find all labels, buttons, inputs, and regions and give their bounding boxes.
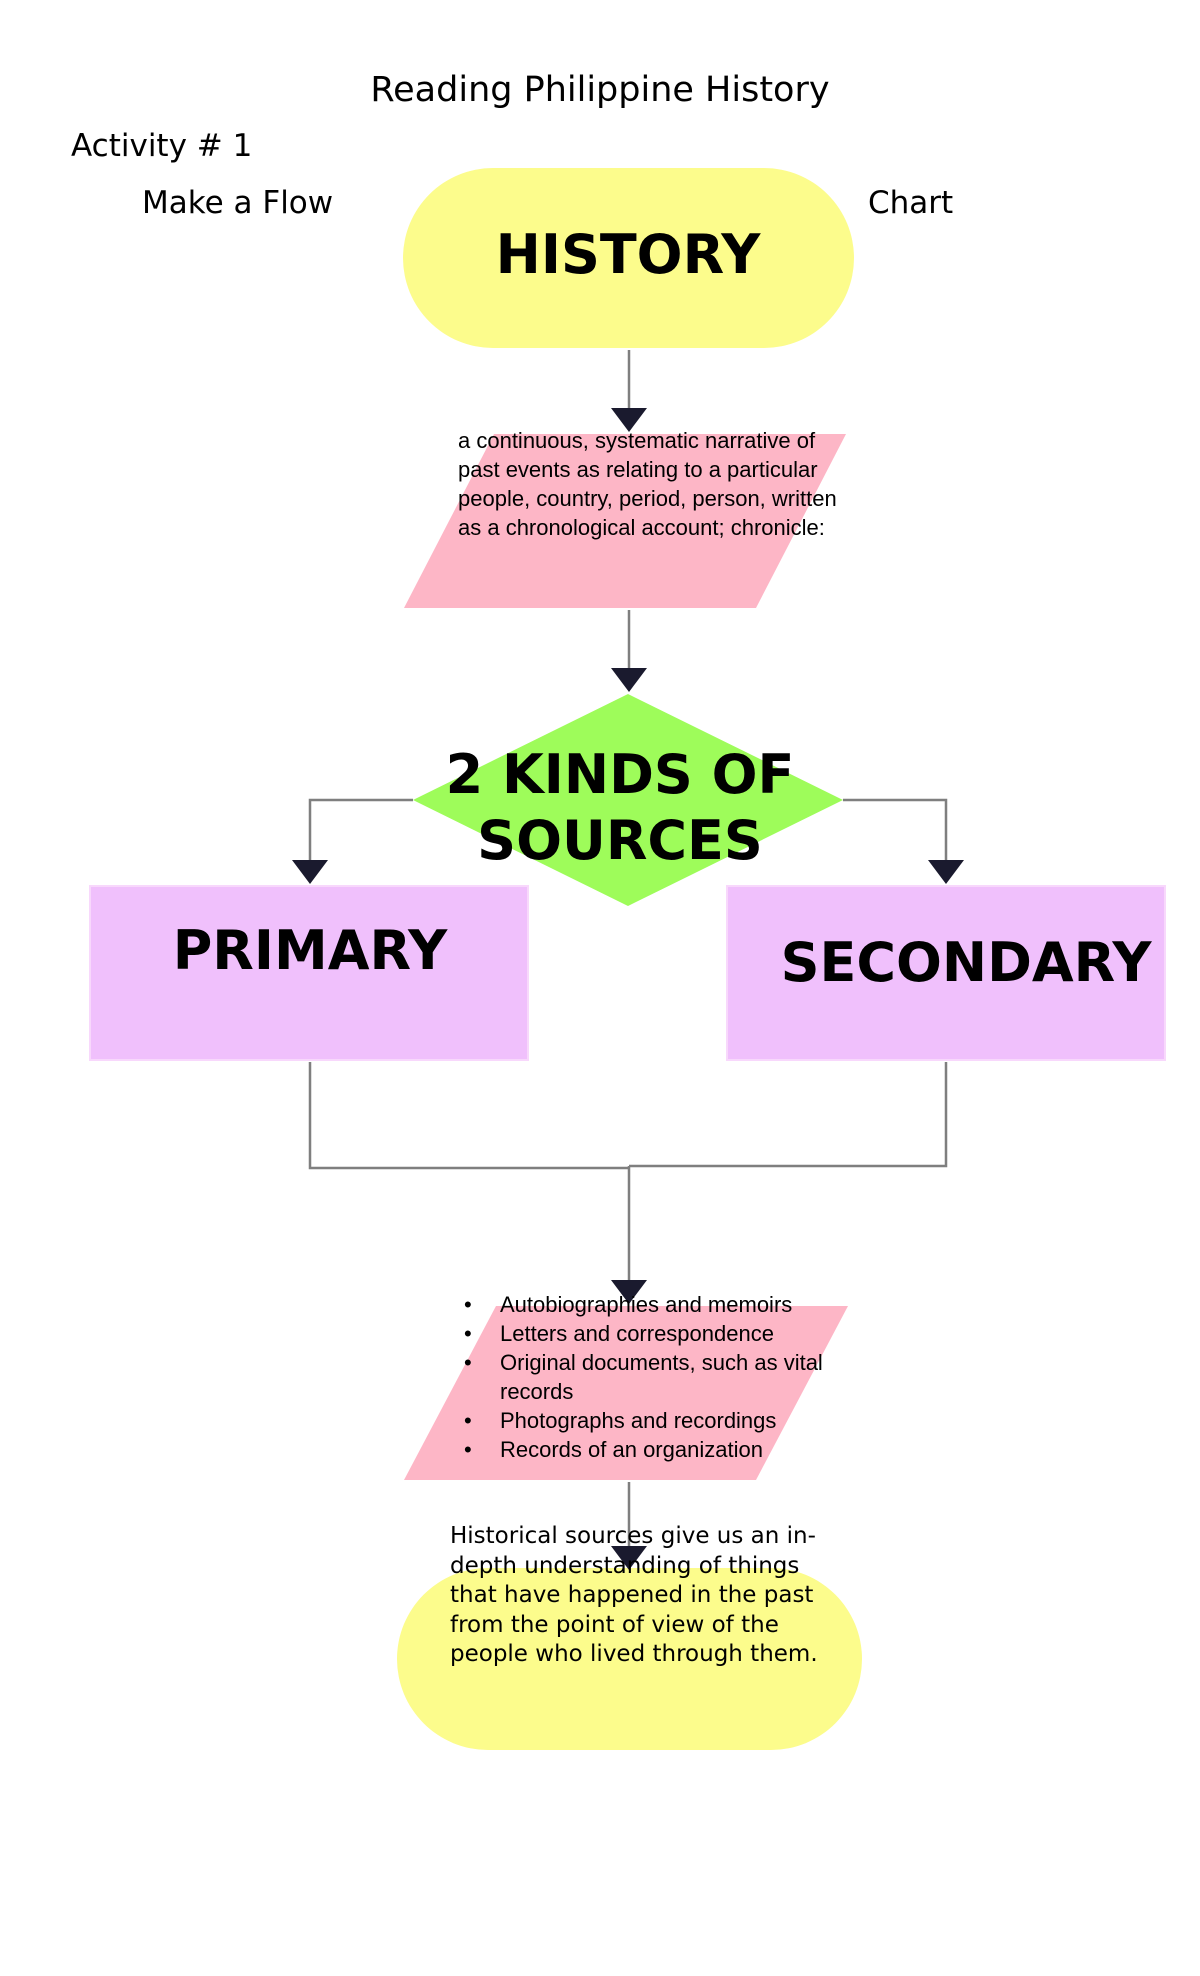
examples-list: Autobiographies and memoirs Letters and …	[460, 1290, 860, 1464]
connector-primary-merge	[308, 1062, 629, 1170]
primary-process-shape	[89, 885, 529, 1061]
list-item: Photographs and recordings	[460, 1406, 860, 1435]
instruction-text-right: Chart	[868, 185, 954, 221]
history-terminal-shape	[403, 168, 854, 348]
list-item: Records of an organization	[460, 1435, 860, 1464]
activity-number: Activity # 1	[71, 128, 253, 164]
connector-decision-secondary	[843, 798, 948, 862]
history-node-label: HISTORY	[495, 223, 761, 286]
definition-data-shape	[404, 434, 846, 608]
arrowhead-icon	[611, 408, 647, 432]
list-item: Autobiographies and memoirs	[460, 1290, 860, 1319]
connector-decision-primary	[308, 798, 413, 862]
connector-secondary-merge	[629, 1062, 948, 1168]
arrowhead-icon	[611, 668, 647, 692]
list-item: Letters and correspondence	[460, 1319, 860, 1348]
secondary-process-shape	[726, 885, 1166, 1061]
sources-decision-shape	[413, 694, 843, 906]
instruction-text-left: Make a Flow	[142, 185, 334, 221]
definition-node-text: a continuous, systematic narrative of pa…	[458, 428, 837, 540]
conclusion-terminal-shape	[397, 1568, 862, 1750]
secondary-node-label: SECONDARY	[780, 931, 1152, 994]
primary-node-label: PRIMARY	[172, 919, 448, 982]
decision-node-label: 2 KINDS OF SOURCES	[445, 743, 795, 872]
list-item: Original documents, such as vital record…	[460, 1348, 860, 1406]
arrowhead-icon	[611, 1546, 647, 1570]
arrowhead-icon	[928, 860, 964, 884]
conclusion-node-text: Historical sources give us an in-depth u…	[450, 1523, 818, 1667]
arrowhead-icon	[292, 860, 328, 884]
document-title: Reading Philippine History	[370, 70, 830, 110]
